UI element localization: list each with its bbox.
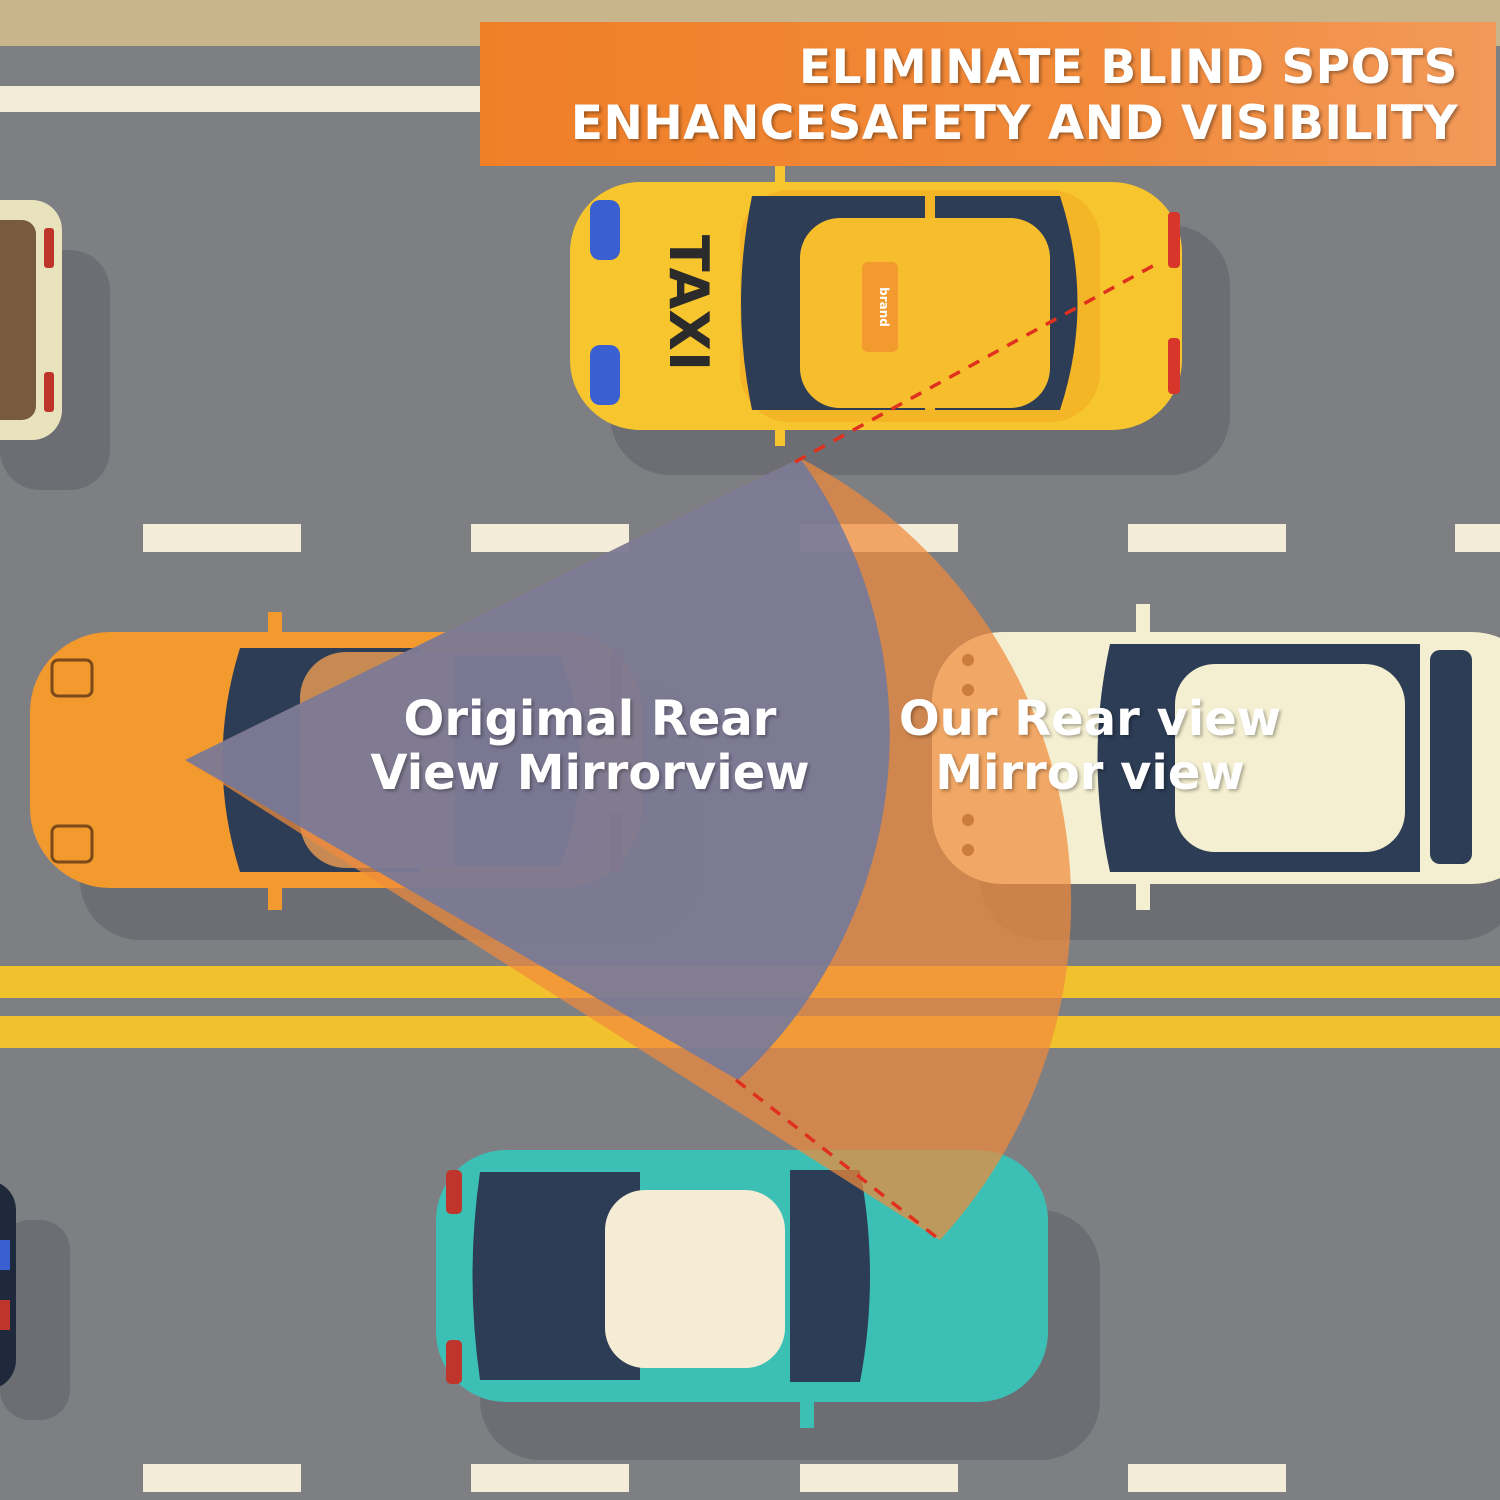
lane-dashes-lower bbox=[143, 1464, 1286, 1492]
original-label-line-2: View Mirrorview bbox=[370, 745, 810, 801]
dashed-boundary-top bbox=[794, 260, 1161, 464]
taxi-car: brand TAXI bbox=[570, 166, 1182, 446]
headline-banner: ELIMINATE BLIND SPOTS ENHANCESAFETY AND … bbox=[480, 22, 1496, 166]
partial-car-bottom-left bbox=[0, 1183, 16, 1387]
original-label-line-1: Origimal Rear bbox=[403, 691, 777, 747]
svg-text:brand: brand bbox=[877, 287, 891, 327]
headline-line-1: ELIMINATE BLIND SPOTS bbox=[798, 40, 1458, 95]
cream-car bbox=[932, 604, 1500, 910]
taxi-sign: TAXI bbox=[657, 235, 720, 371]
ours-label-line-1: Our Rear view bbox=[898, 691, 1282, 747]
road-edge-line bbox=[0, 86, 480, 112]
ours-label-line-2: Mirror view bbox=[935, 745, 1245, 801]
our-mirror-view-label: Our Rear view Mirror view bbox=[850, 692, 1330, 800]
teal-car bbox=[436, 1150, 1048, 1428]
original-mirror-view-label: Origimal Rear View Mirrorview bbox=[340, 692, 840, 800]
partial-car-top-left bbox=[0, 200, 62, 440]
headline-line-2: ENHANCESAFETY AND VISIBILITY bbox=[570, 96, 1458, 151]
original-mirror-view-cone bbox=[185, 458, 890, 1080]
